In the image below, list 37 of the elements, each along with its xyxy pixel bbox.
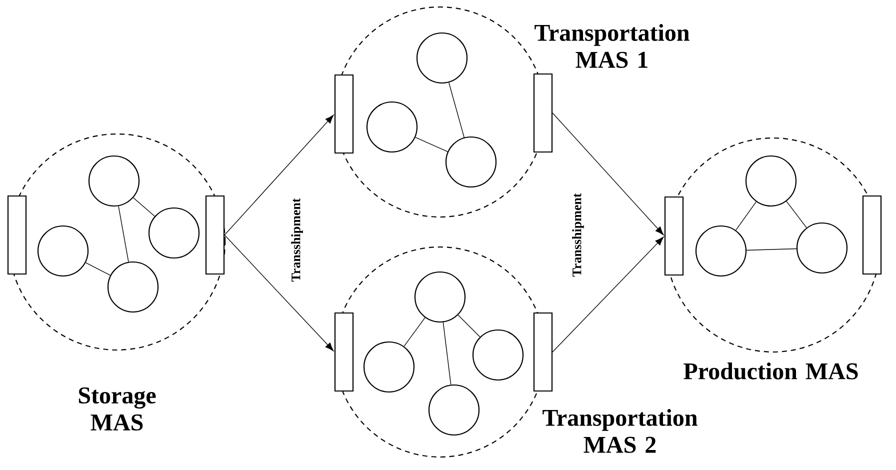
connector-line (132, 197, 156, 217)
arrow (552, 236, 664, 352)
agent-circle (428, 384, 480, 436)
connector-line (404, 317, 426, 347)
connector-line (415, 137, 448, 152)
arrow (552, 112, 664, 236)
group-label: Storage MAS (78, 387, 156, 431)
agent-circle (88, 155, 140, 207)
agent-circle (416, 32, 468, 84)
connector-line (118, 206, 129, 262)
agent-circle (37, 225, 89, 277)
agent-circle (107, 261, 159, 313)
agent-circle (796, 222, 848, 274)
group-label: Production MAS (684, 362, 858, 380)
connector-line (448, 82, 464, 138)
connector-line (746, 248, 797, 251)
port-box (533, 312, 553, 392)
agent-circle (148, 207, 200, 259)
connector-line (442, 322, 452, 385)
agent-circle (445, 136, 497, 188)
agent-circle (363, 341, 415, 393)
arrow (224, 114, 334, 236)
agent-circle (745, 155, 797, 207)
agent-circle (695, 225, 747, 277)
connector-line (458, 314, 480, 338)
connector-line (786, 200, 807, 228)
port-box (533, 73, 553, 153)
edge-label: Transshipment (571, 192, 585, 278)
agent-circle (472, 329, 524, 381)
agent-circle (414, 271, 466, 323)
group-label: Transportation MAS 2 (542, 409, 698, 453)
arrow (224, 234, 334, 352)
connector-line (736, 201, 756, 231)
agent-circle (366, 101, 418, 153)
edge-label: Transshipment (290, 197, 304, 283)
connector-line (85, 262, 111, 276)
group-label: Transportation MAS 1 (534, 24, 690, 68)
